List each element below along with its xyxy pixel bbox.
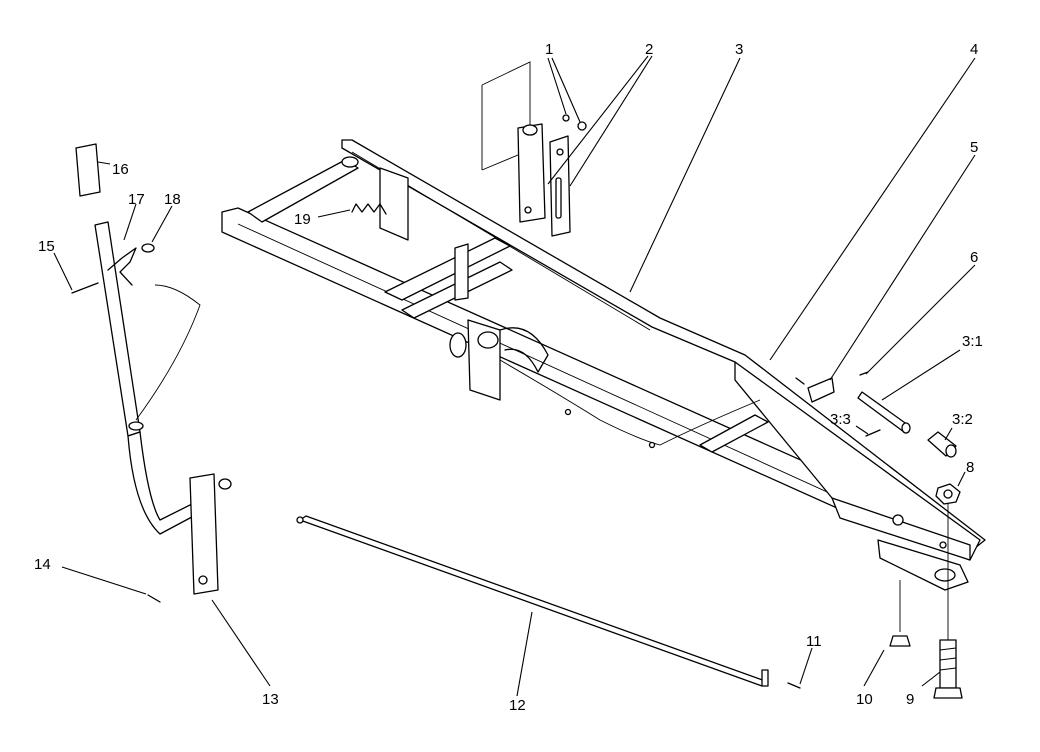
small-pin	[795, 377, 805, 385]
lever-rope	[135, 284, 201, 421]
cross-tube-rear	[247, 156, 359, 223]
callout-1: 1	[545, 41, 553, 58]
mounting-brackets	[517, 123, 571, 237]
retaining-pin	[865, 429, 881, 437]
hitch-nut	[935, 483, 961, 505]
callout-17: 17	[128, 191, 145, 208]
cotter-pin	[859, 371, 869, 376]
callout-11: 11	[806, 633, 822, 650]
callout-6: 6	[970, 249, 978, 266]
lever-bolt	[71, 282, 99, 294]
callout-18: 18	[164, 191, 181, 208]
callout-8: 8	[966, 459, 974, 476]
pivot-bracket	[189, 473, 232, 595]
callout-3: 3	[735, 41, 743, 58]
spring-clip	[107, 247, 137, 286]
callout-3-2: 3:2	[952, 411, 973, 428]
callout-15: 15	[38, 238, 55, 255]
callout-10: 10	[856, 691, 873, 708]
cable-clip	[564, 408, 572, 416]
callout-14: 14	[34, 556, 51, 573]
hitch-bolt	[933, 639, 963, 699]
hair-pin	[147, 594, 161, 603]
connecting-rod	[296, 515, 769, 687]
callout-3-3: 3:3	[830, 411, 851, 428]
leader-lines	[53, 55, 976, 697]
callout-13: 13	[262, 691, 279, 708]
hair-pin-clip	[351, 203, 387, 215]
lock-nut	[889, 635, 911, 647]
cable-clip	[648, 441, 656, 449]
callout-labels: 1 2 3 4 5 6 3:1 3:3 3:2 8 16 17 18 15 19…	[34, 41, 983, 714]
pin-sleeve	[927, 431, 957, 458]
hitch-pin	[857, 391, 911, 434]
callout-2: 2	[645, 41, 653, 58]
center-mount	[449, 243, 549, 401]
hitch-lever	[94, 221, 206, 535]
callout-9: 9	[906, 691, 914, 708]
bolts	[562, 114, 587, 131]
callout-16: 16	[112, 161, 129, 178]
callout-12: 12	[509, 697, 526, 714]
tongue-end-plate	[734, 361, 981, 591]
rod-pin	[787, 682, 801, 689]
lanyard-cable	[499, 359, 761, 446]
callout-19: 19	[294, 211, 311, 228]
callout-5: 5	[970, 139, 978, 156]
callout-3-1: 3:1	[962, 333, 983, 350]
lever-grip	[75, 143, 101, 197]
cross-tube-front	[699, 414, 769, 453]
washer	[141, 243, 155, 253]
rear-tower-plate	[379, 61, 531, 241]
callout-4: 4	[970, 41, 978, 58]
clevis-clip	[807, 377, 835, 403]
